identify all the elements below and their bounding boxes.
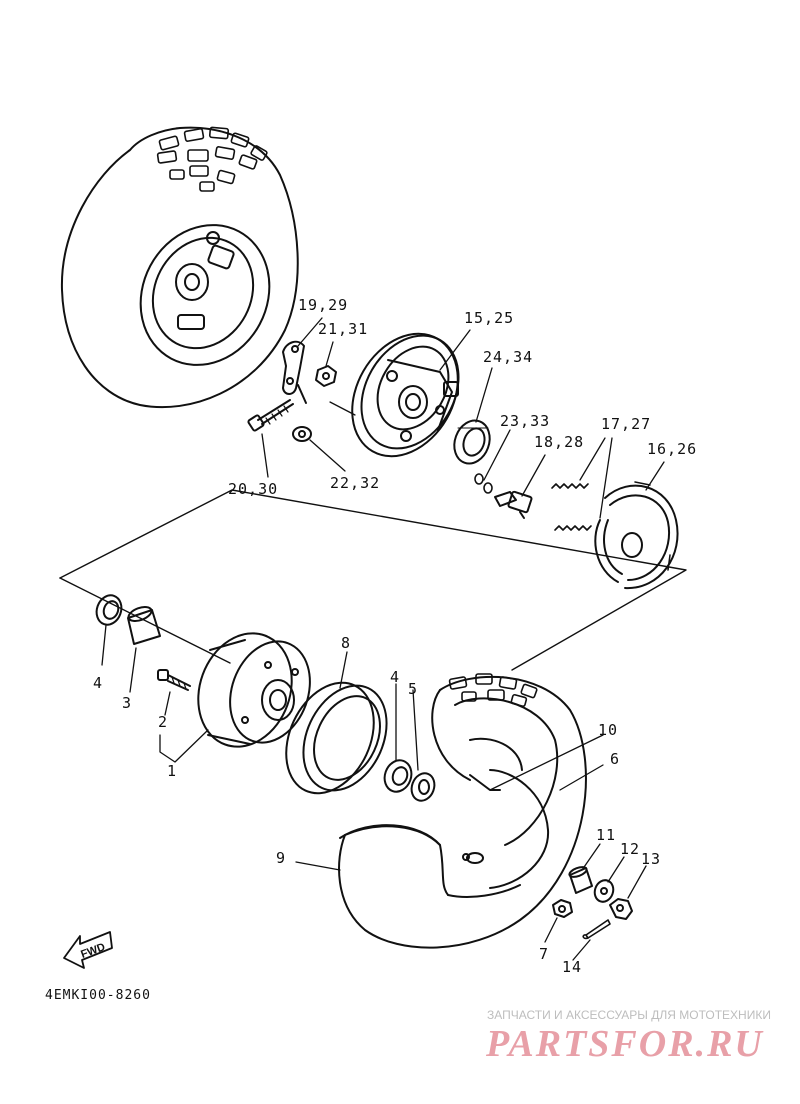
brake-shoes xyxy=(594,481,679,590)
wheel-hub-1 xyxy=(197,632,311,748)
brake-drum-8 xyxy=(285,681,388,795)
watermark-caption: ЗАПЧАСТИ И АКСЕССУАРЫ ДЛЯ МОТОТЕХНИКИ xyxy=(487,1008,771,1022)
watermark-logo: PARTSFOR.RU xyxy=(486,1023,764,1065)
callout-16-26: 16,26 xyxy=(647,440,698,458)
bolt-2 xyxy=(157,669,191,691)
collar-3 xyxy=(127,606,161,645)
callout-6: 6 xyxy=(610,750,621,768)
collar-11 xyxy=(568,866,593,894)
callout-4-left: 4 xyxy=(93,674,104,692)
callout-5: 5 xyxy=(408,680,419,698)
callout-23-33: 23,33 xyxy=(500,412,551,430)
callout-7: 7 xyxy=(539,945,550,963)
castle-nut-13 xyxy=(609,898,633,920)
callout-3: 3 xyxy=(122,694,133,712)
callout-14: 14 xyxy=(562,958,583,976)
callout-10: 10 xyxy=(598,721,619,739)
callout-11: 11 xyxy=(596,826,617,844)
upper-tire-tread xyxy=(156,126,268,192)
callout-18-28: 18,28 xyxy=(534,433,585,451)
brake-panel xyxy=(351,332,460,458)
rim-half-9 xyxy=(339,824,521,898)
callout-22-32: 22,32 xyxy=(330,474,381,492)
bearing-4-right xyxy=(383,759,413,793)
callout-17-27: 17,27 xyxy=(601,415,652,433)
callout-9: 9 xyxy=(276,849,287,867)
brake-springs xyxy=(551,483,592,531)
callout-19-29: 19,29 xyxy=(298,296,349,314)
lower-tire xyxy=(338,675,587,949)
brake-cam-lever xyxy=(282,340,307,404)
callout-21-31: 21,31 xyxy=(318,320,369,338)
cam-washer xyxy=(292,426,312,442)
bearing-4-left xyxy=(95,594,123,626)
lever-bolt xyxy=(247,399,294,432)
callout-24-34: 24,34 xyxy=(483,348,534,366)
callout-15-25: 15,25 xyxy=(464,309,515,327)
lower-tire-tread xyxy=(448,673,538,707)
fwd-label: FWD xyxy=(79,941,107,961)
callout-1: 1 xyxy=(167,762,178,780)
callout-4-right: 4 xyxy=(390,668,401,686)
washer-12 xyxy=(593,879,615,903)
lever-nut xyxy=(315,365,337,387)
callout-12: 12 xyxy=(620,840,641,858)
leader-lines xyxy=(101,317,665,961)
nut-7 xyxy=(552,899,573,918)
brake-camshaft xyxy=(494,490,533,519)
callout-8: 8 xyxy=(341,634,352,652)
callout-20-30: 20,30 xyxy=(228,480,279,498)
o-rings xyxy=(474,473,493,494)
fwd-arrow-icon: FWD xyxy=(63,931,113,969)
exploded-frame xyxy=(59,489,687,671)
rim-half-10-6 xyxy=(454,697,559,889)
oil-seal xyxy=(453,419,491,465)
cotter-pin-14 xyxy=(582,919,611,940)
diagram-code: 4EMKI00-8260 xyxy=(45,988,151,1003)
spacer-5 xyxy=(410,772,436,802)
callout-2: 2 xyxy=(158,713,169,731)
callout-13: 13 xyxy=(641,850,662,868)
upper-tire xyxy=(60,126,299,409)
